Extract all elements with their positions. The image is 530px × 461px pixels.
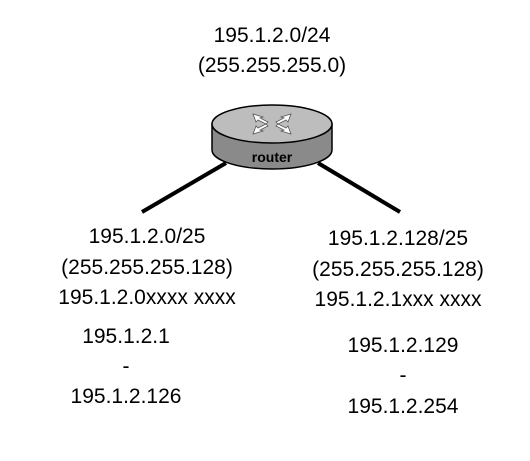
left-subnet-mask: (255.255.255.128) <box>61 256 233 279</box>
right-subnet-address: 195.1.2.128/25 <box>328 227 468 250</box>
router-icon: router <box>211 104 333 170</box>
right-range-end: 195.1.2.254 <box>348 395 459 418</box>
left-subnet-binary: 195.1.2.0xxxx xxxx <box>58 286 236 309</box>
right-range-start: 195.1.2.129 <box>348 334 459 357</box>
left-range-end: 195.1.2.126 <box>71 385 182 408</box>
network-address: 195.1.2.0/24 <box>214 24 331 47</box>
link-left <box>140 161 228 214</box>
left-range-start: 195.1.2.1 <box>82 325 170 348</box>
right-subnet-binary: 195.1.2.1xxx xxxx <box>315 288 482 311</box>
right-range-sep: - <box>400 364 407 387</box>
network-mask: (255.255.255.0) <box>198 54 346 77</box>
left-range-sep: - <box>123 355 130 378</box>
left-subnet-address: 195.1.2.0/25 <box>89 225 206 248</box>
link-right <box>316 161 402 214</box>
router-label: router <box>252 149 293 165</box>
right-subnet-mask: (255.255.255.128) <box>312 258 484 281</box>
